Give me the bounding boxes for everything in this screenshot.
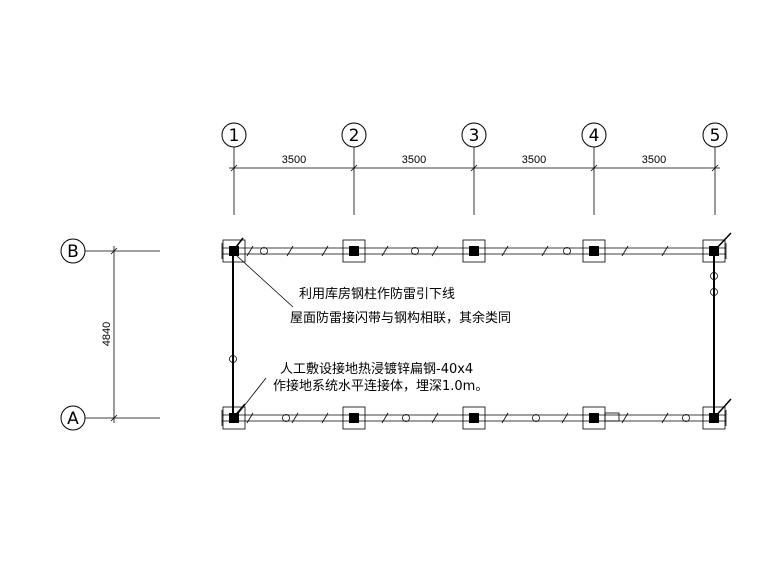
annotation-grounding-line1: 人工敷设接地热浸镀锌扁钢-40x4 xyxy=(280,361,473,377)
axis-bubble-b: B xyxy=(60,238,86,264)
horizontal-dimension-line: 3500 3500 3500 3500 xyxy=(229,154,720,172)
axis-label-2: 2 xyxy=(349,126,360,146)
span-dimension-3: 3500 xyxy=(522,154,546,166)
steel-column-b2 xyxy=(342,239,366,263)
axis-bubble-4: 4 xyxy=(581,122,607,148)
strip-hatch-marks xyxy=(246,245,669,424)
steel-column-b4 xyxy=(582,239,606,263)
column-axis-lines xyxy=(233,147,716,215)
steel-column-b1 xyxy=(222,239,246,263)
axis-label-1: 1 xyxy=(229,126,240,146)
axis-label-3: 3 xyxy=(469,126,480,146)
span-dimension-1: 3500 xyxy=(282,154,306,166)
axis-bubble-5: 5 xyxy=(702,122,728,148)
steel-column-a3 xyxy=(462,406,486,430)
axis-label-b: B xyxy=(67,242,79,262)
span-dimension-4: 3500 xyxy=(642,154,666,166)
test-point-box xyxy=(604,412,620,422)
building-outline xyxy=(232,251,715,418)
strip-support-circles xyxy=(229,247,718,422)
steel-column-a2 xyxy=(342,406,366,430)
annotation-downconductor-line2: 屋面防雷接闪带与钢构相联，其余类同 xyxy=(290,310,511,326)
axis-bubble-2: 2 xyxy=(341,122,367,148)
leader-lines xyxy=(236,255,294,416)
vertical-dimension-line: 4840 xyxy=(101,246,118,423)
annotation-downconductor-line1: 利用库房钢柱作防雷引下线 xyxy=(299,286,455,302)
axis-bubble-a: A xyxy=(60,405,86,431)
steel-column-a4 xyxy=(582,406,606,430)
steel-column-b3 xyxy=(462,239,486,263)
corner-connection-marks xyxy=(232,232,732,419)
axis-label-4: 4 xyxy=(589,126,600,146)
axis-bubble-1: 1 xyxy=(221,122,247,148)
axis-label-a: A xyxy=(67,409,79,429)
vertical-dimension-value: 4840 xyxy=(101,322,113,346)
axis-label-5: 5 xyxy=(710,126,721,146)
annotation-grounding-line2: 作接地系统水平连接体，埋深1.0m。 xyxy=(273,378,488,394)
span-dimension-2: 3500 xyxy=(402,154,426,166)
axis-bubble-3: 3 xyxy=(461,122,487,148)
row-axis-lines xyxy=(85,250,160,419)
steel-column-a1 xyxy=(222,406,246,430)
